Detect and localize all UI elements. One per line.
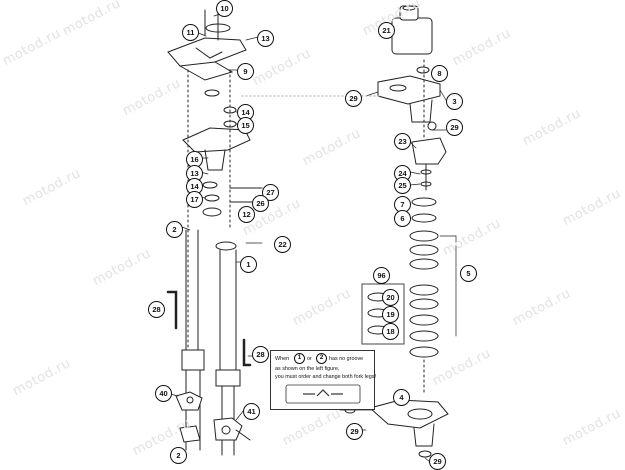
note-text-line2: as shown on the left figure, <box>275 366 340 372</box>
axle-clamp-left <box>175 391 203 443</box>
callout-2: 2 <box>166 221 183 238</box>
callout-15: 15 <box>237 117 254 134</box>
callout-8: 8 <box>431 65 448 82</box>
note-text-groove: has no groove <box>329 356 364 362</box>
callout-12: 12 <box>238 206 255 223</box>
callout-17: 17 <box>186 191 203 208</box>
callout-29d: 29 <box>429 453 446 470</box>
callout-29b: 29 <box>446 119 463 136</box>
note-circle-1: 1 <box>294 353 305 364</box>
callout-16: 16 <box>186 151 203 168</box>
fork-leg-warning-note: When 1 or 2 has no groove as shown on th… <box>270 350 376 410</box>
callout-2b: 2 <box>170 447 187 464</box>
callout-11: 11 <box>182 24 199 41</box>
callout-19: 19 <box>382 306 399 323</box>
callout-22: 22 <box>274 236 291 253</box>
callout-18: 18 <box>382 323 399 340</box>
callout-96: 96 <box>373 267 390 284</box>
upper-triple-clamp-left <box>167 7 247 97</box>
callout-9: 9 <box>237 63 254 80</box>
callout-29: 29 <box>345 90 362 107</box>
callout-29c: 29 <box>346 423 363 440</box>
callout-13: 13 <box>257 30 274 47</box>
callout-1: 1 <box>240 256 257 273</box>
callout-20: 20 <box>382 289 399 306</box>
lower-triple-clamp-left <box>182 106 263 251</box>
callout-25: 25 <box>394 177 411 194</box>
axle-clamp-right <box>213 417 251 441</box>
callout-21: 21 <box>378 22 395 39</box>
callout-4: 4 <box>393 389 410 406</box>
callout-23: 23 <box>394 133 411 150</box>
steering-damper-reservoir <box>391 5 433 55</box>
note-text-when: When <box>275 356 290 362</box>
callout-28b: 28 <box>252 346 269 363</box>
hex-key-28b <box>242 338 252 367</box>
note-text-line3: you must order and change both fork legs… <box>275 374 376 380</box>
bearing-stack <box>409 197 439 396</box>
callout-7: 7 <box>394 196 411 213</box>
groove-illustration <box>285 384 361 404</box>
note-circle-2: 2 <box>316 353 327 364</box>
hex-key-28 <box>166 290 178 330</box>
callout-10: 10 <box>216 0 233 17</box>
note-text-or: or <box>307 356 312 362</box>
callout-28: 28 <box>148 301 165 318</box>
callout-41: 41 <box>243 403 260 420</box>
callout-6: 6 <box>394 210 411 227</box>
callout-3: 3 <box>446 93 463 110</box>
steering-damper-unit <box>411 137 447 191</box>
callout-26: 26 <box>252 195 269 212</box>
callout-5: 5 <box>460 265 477 282</box>
callout-40: 40 <box>155 385 172 402</box>
callout-27: 27 <box>262 184 279 201</box>
